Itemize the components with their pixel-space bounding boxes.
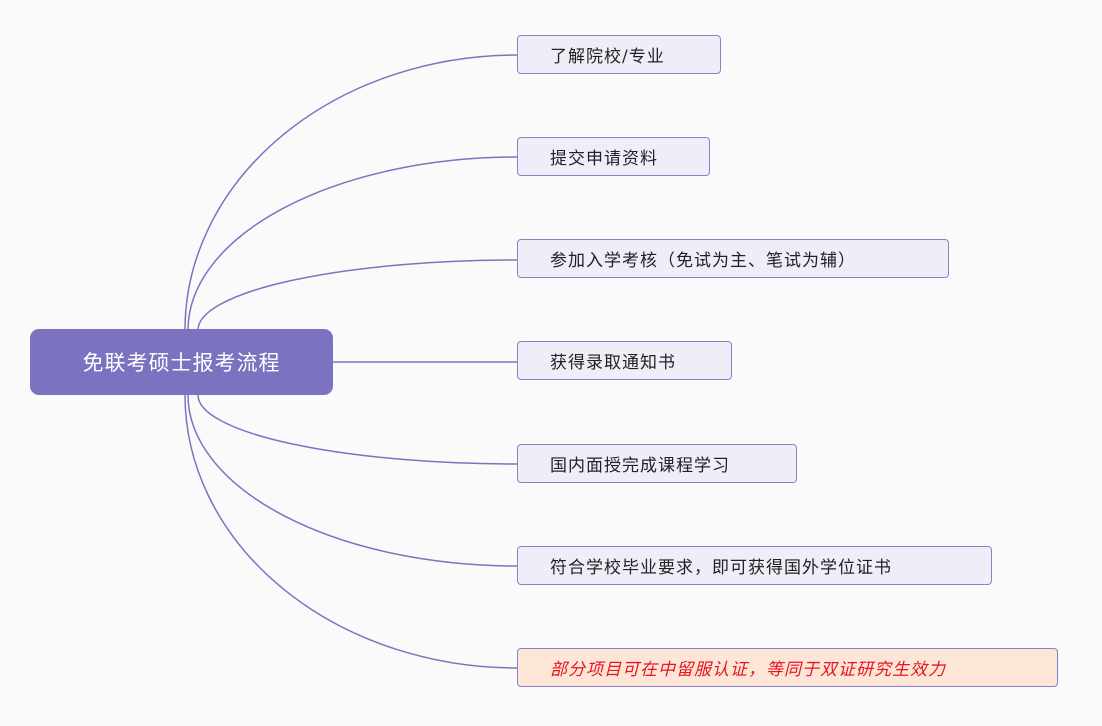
- note-label: 部分项目可在中留服认证，等同于双证研究生效力: [550, 660, 946, 680]
- step-label: 提交申请资料: [550, 149, 658, 169]
- root-node[interactable]: 免联考硕士报考流程: [30, 329, 333, 395]
- step-node-2[interactable]: 提交申请资料: [517, 137, 710, 176]
- step-node-3[interactable]: 参加入学考核（免试为主、笔试为辅）: [517, 239, 949, 278]
- connector-line-7: [184, 394, 518, 669]
- root-label: 免联考硕士报考流程: [82, 351, 281, 375]
- connector-line-5: [197, 394, 518, 465]
- step-node-6[interactable]: 符合学校毕业要求，即可获得国外学位证书: [517, 546, 992, 585]
- step-label: 了解院校/专业: [550, 47, 665, 67]
- connector-line-1: [184, 54, 518, 331]
- connector-line-6: [187, 394, 518, 567]
- connector-line-3: [197, 259, 518, 331]
- step-label: 符合学校毕业要求，即可获得国外学位证书: [550, 558, 892, 578]
- step-node-5[interactable]: 国内面授完成课程学习: [517, 444, 797, 483]
- step-node-4[interactable]: 获得录取通知书: [517, 341, 732, 380]
- step-label: 国内面授完成课程学习: [550, 456, 730, 476]
- step-label: 获得录取通知书: [550, 353, 676, 373]
- note-node[interactable]: 部分项目可在中留服认证，等同于双证研究生效力: [517, 648, 1058, 687]
- step-node-1[interactable]: 了解院校/专业: [517, 35, 721, 74]
- step-label: 参加入学考核（免试为主、笔试为辅）: [550, 251, 856, 271]
- connector-line-2: [187, 156, 518, 331]
